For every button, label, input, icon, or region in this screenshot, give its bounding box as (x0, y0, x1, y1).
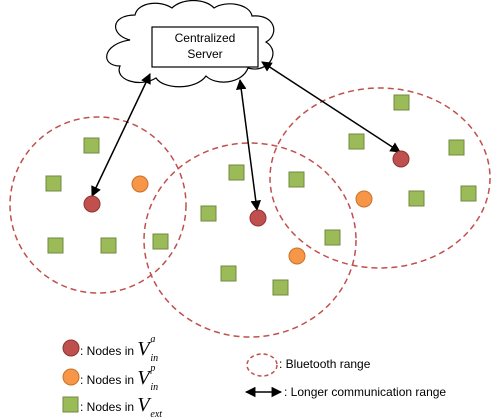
active-node (392, 150, 410, 168)
ext-node (348, 133, 365, 150)
legend-active-set: V (137, 338, 150, 360)
legend-ext-node-icon (62, 396, 79, 413)
ext-node (45, 175, 62, 192)
legend-ext-set: V (137, 394, 150, 416)
legend-passive-sup: p (150, 363, 156, 374)
ext-node (220, 265, 237, 282)
legend-active-prefix: : Nodes in (80, 344, 138, 358)
passive-node (355, 190, 373, 208)
ext-node (47, 237, 64, 254)
ext-node (393, 94, 410, 111)
ext-node (200, 205, 217, 222)
legend-passive-sub: in (150, 382, 159, 393)
legend-active-node-icon (62, 339, 80, 357)
arrow-to-left-node (91, 73, 151, 197)
active-node (83, 195, 101, 213)
legend-longer-range-label: : Longer communication range (284, 385, 447, 399)
ext-node (408, 190, 425, 207)
ext-node (460, 185, 477, 202)
legend-ext-sub: ext (150, 409, 163, 420)
ext-node (324, 229, 341, 246)
legend-active-sub: in (150, 353, 159, 364)
legend-passive-set: V (137, 367, 150, 389)
ext-node (272, 279, 289, 296)
ext-node (288, 171, 305, 188)
ext-node (83, 137, 100, 154)
bluetooth-range-middle (143, 142, 357, 338)
passive-node (131, 175, 149, 193)
legend-active-sup: a (150, 334, 156, 345)
ext-node (448, 139, 465, 156)
active-node (249, 209, 267, 227)
legend-bluetooth-label: : Bluetooth range (279, 357, 371, 371)
ext-node (152, 233, 169, 250)
ext-node (228, 164, 245, 181)
legend-ext-prefix: : Nodes in (80, 400, 138, 414)
arrow-to-right-node (261, 61, 401, 153)
server-label-line2: Server (187, 47, 223, 61)
server-label-line1: Centralized (174, 31, 236, 45)
legend-passive-prefix: : Nodes in (80, 373, 138, 387)
passive-node (288, 247, 306, 265)
server-label: Centralized Server (150, 30, 260, 62)
legend-passive-node-icon (62, 368, 80, 386)
server-box (151, 26, 259, 68)
arrow-to-middle-node (236, 78, 261, 212)
legend-bluetooth-icon (246, 353, 278, 377)
ext-node (100, 237, 117, 254)
